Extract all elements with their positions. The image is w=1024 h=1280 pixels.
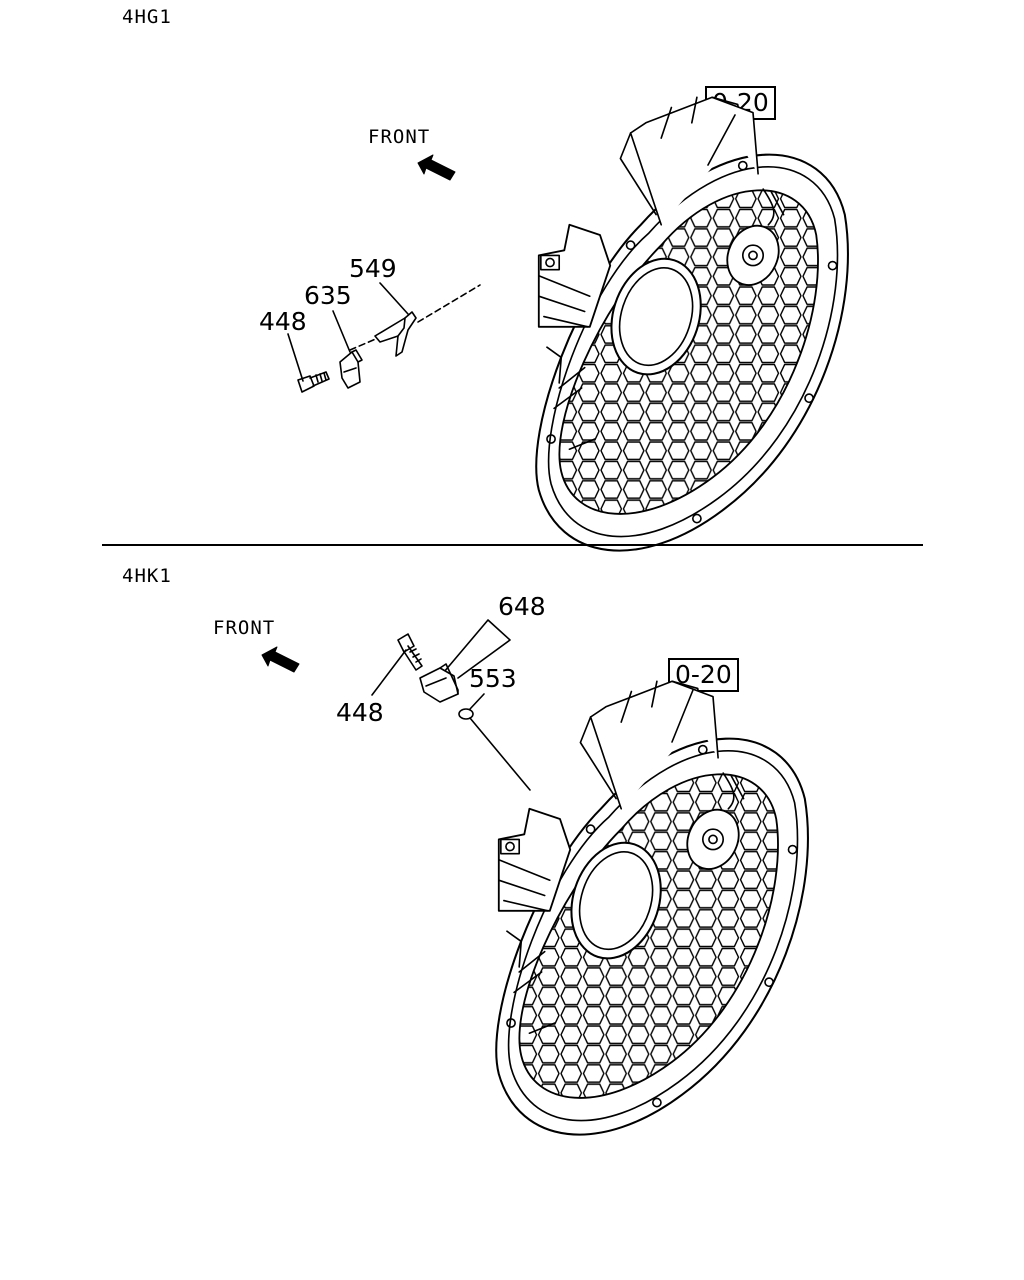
front-arrow-icon <box>417 154 456 181</box>
bolt-448 <box>297 371 330 393</box>
bracket-549 <box>374 311 417 357</box>
part-number-549: 549 <box>349 254 397 283</box>
part-number-648: 648 <box>498 592 546 621</box>
flywheel-housing-4hg1 <box>535 96 849 552</box>
bolt-448 <box>397 633 423 671</box>
o-ring-553 <box>458 708 474 720</box>
section-divider <box>102 544 923 546</box>
leader-635 <box>332 310 351 353</box>
install-centerline <box>469 717 531 791</box>
part-number-448: 448 <box>336 698 384 727</box>
front-label: FRONT <box>368 126 431 148</box>
part-number-635: 635 <box>304 281 352 310</box>
front-arrow-icon <box>261 646 300 673</box>
install-centerline <box>417 284 481 323</box>
leader-448 <box>287 333 304 382</box>
sensor-635 <box>339 349 363 389</box>
part-number-448: 448 <box>259 307 307 336</box>
sensor-648 <box>419 663 459 703</box>
leader-648 <box>443 619 511 679</box>
model-label-4hk1: 4HK1 <box>122 565 172 587</box>
leader-553 <box>469 693 485 710</box>
reference-leader-line <box>671 689 694 743</box>
front-label: FRONT <box>213 617 276 639</box>
part-number-553: 553 <box>469 664 517 693</box>
model-label-4hg1: 4HG1 <box>122 6 172 28</box>
reference-leader-line <box>707 114 736 166</box>
leader-448 <box>371 649 407 696</box>
flywheel-housing-4hk1 <box>495 680 809 1136</box>
leader-549 <box>379 282 409 315</box>
